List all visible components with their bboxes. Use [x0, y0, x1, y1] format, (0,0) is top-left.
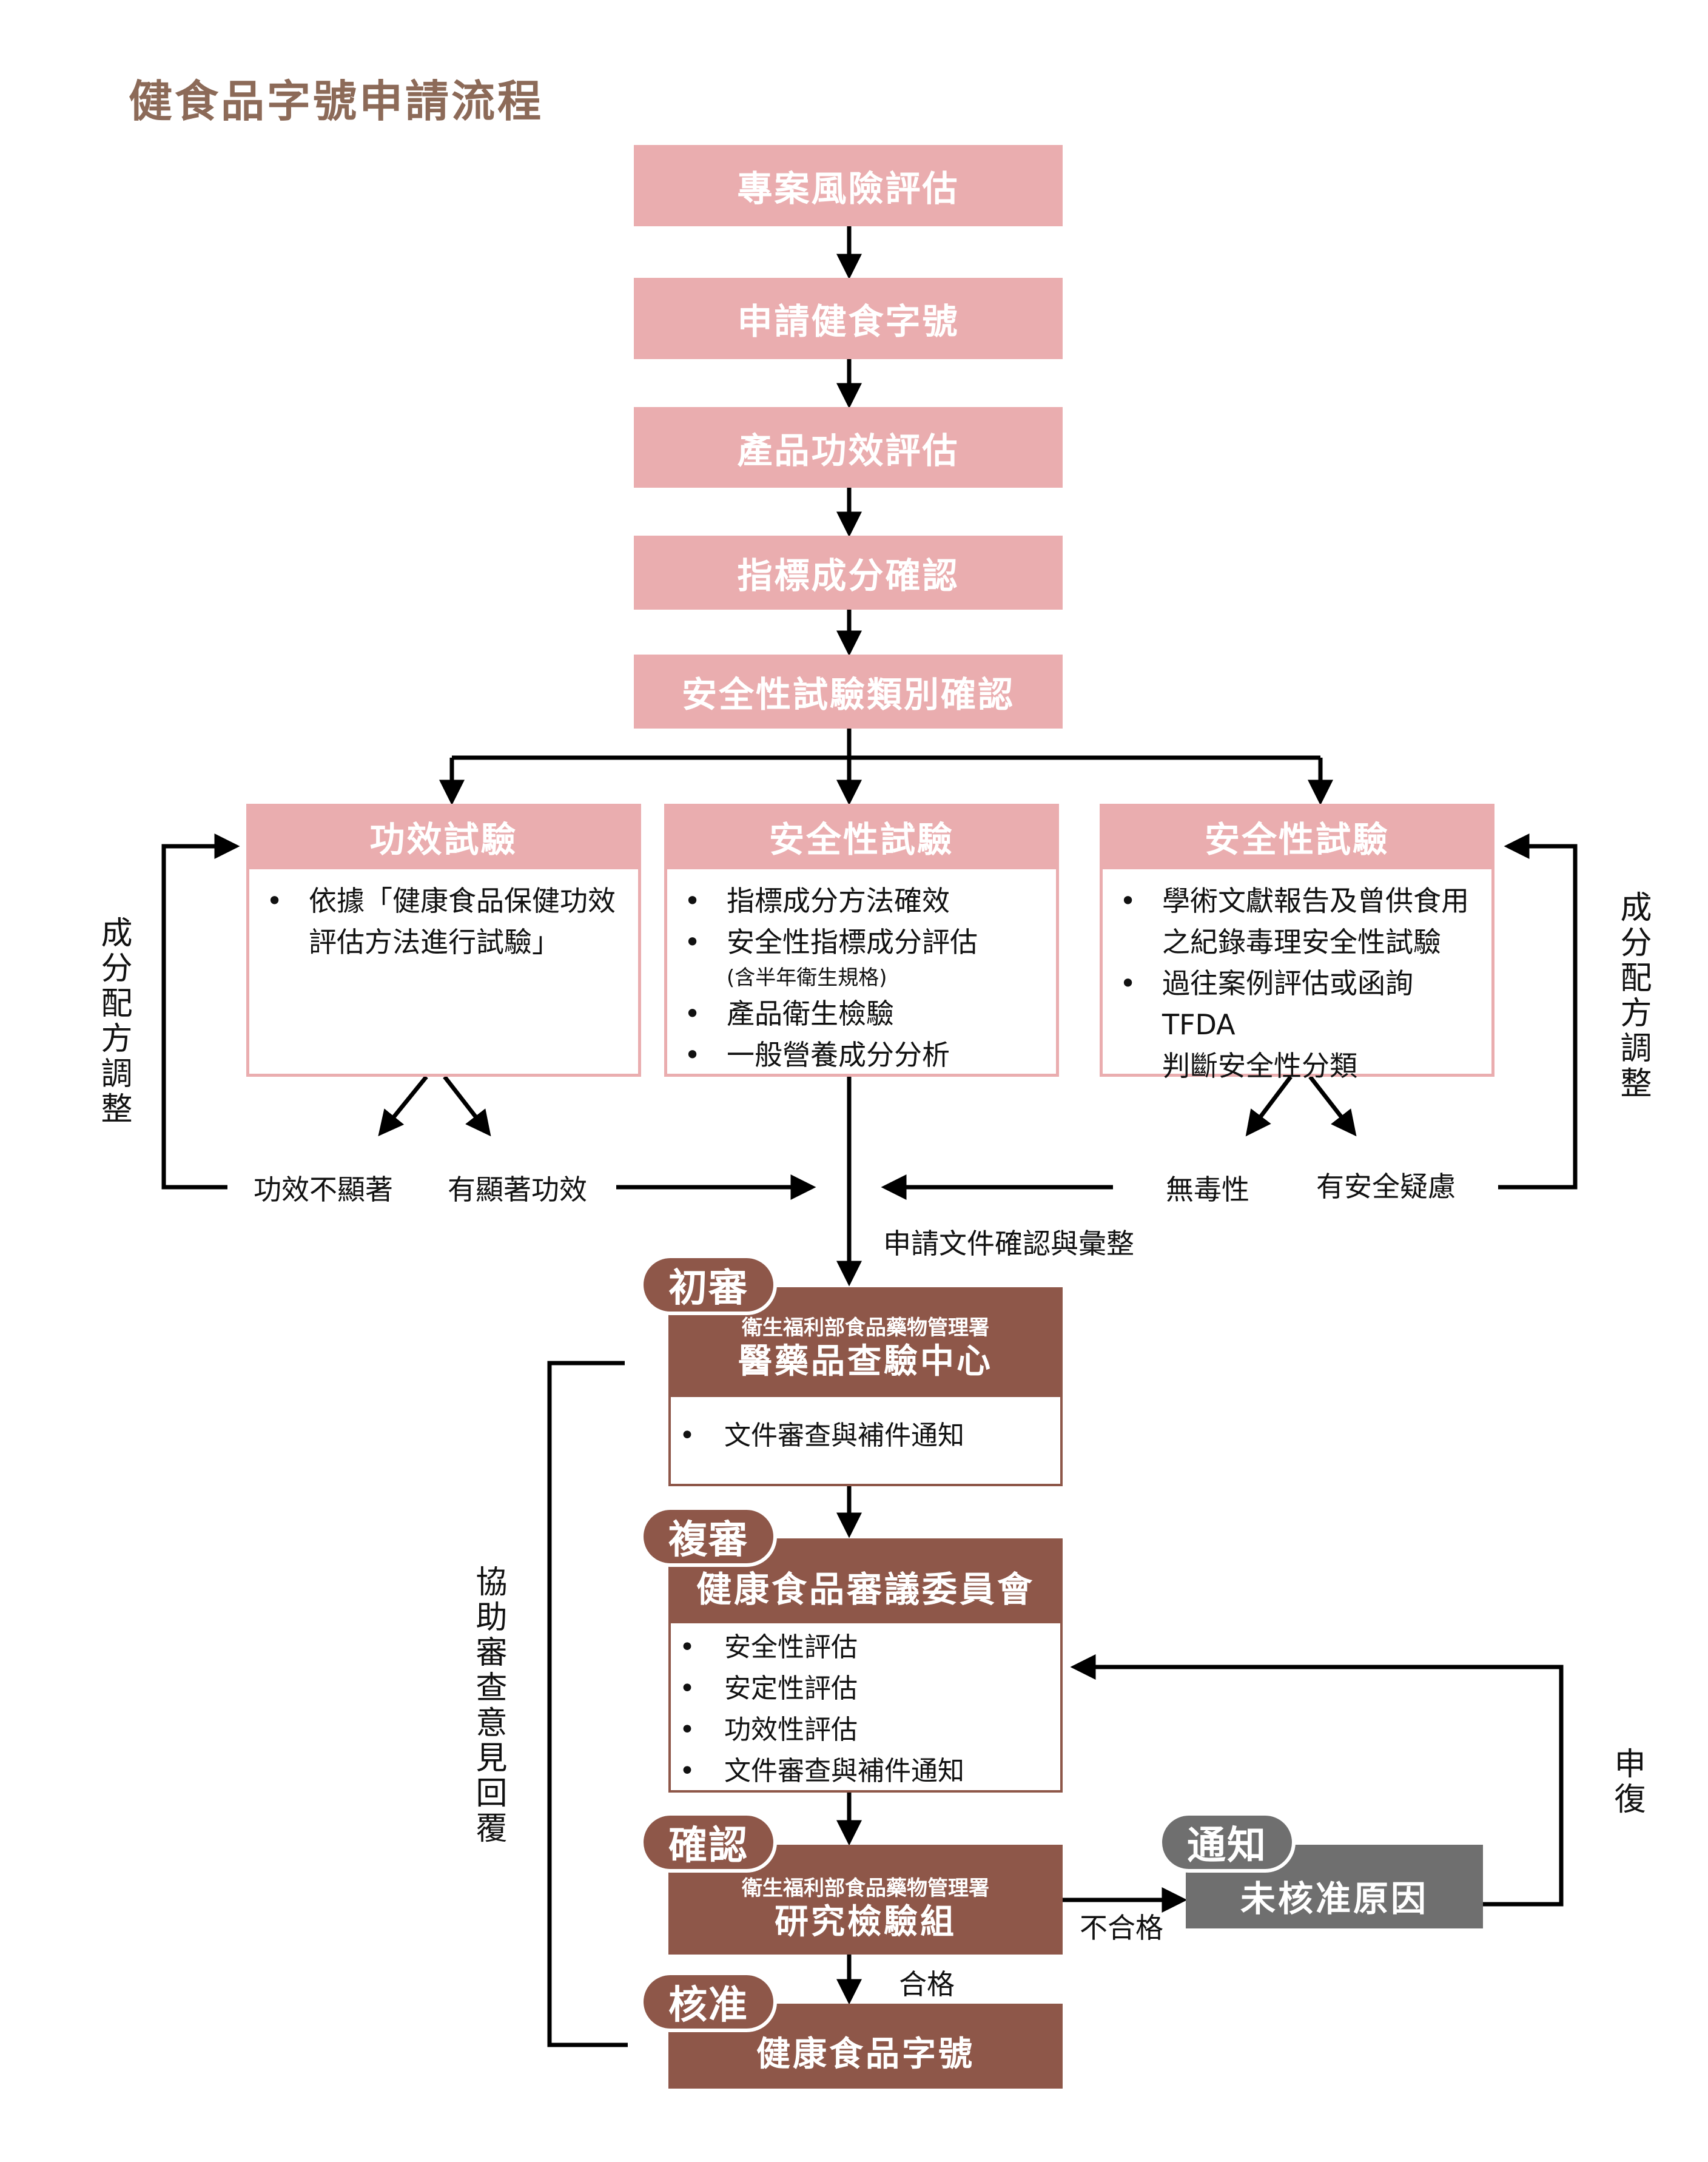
assist-review-bracket: [547, 1361, 628, 2047]
item-text: 安定性評估: [724, 1673, 858, 1704]
card-body: • 文件審查與補件通知: [668, 1397, 1063, 1486]
tag-confirm: 確認: [640, 1812, 777, 1873]
item-text: 安全性評估: [724, 1632, 858, 1663]
org-name: 衛生福利部食品藥物管理署: [742, 1315, 989, 1340]
card-title: 功效試驗: [246, 804, 641, 869]
list-item: • 學術文獻報告及曾供食用之紀錄毒理安全性試驗: [1120, 880, 1485, 963]
item-text: 之紀錄毒理安全性試驗: [1162, 926, 1441, 958]
unit-name: 研究檢驗組: [775, 1902, 957, 1942]
label-compile-documents: 申請文件確認與彙整: [883, 1227, 1134, 1260]
label-right-formula-adjust: 成分配方調整: [1615, 891, 1651, 1102]
item-text: 依據「健康食品保健功效: [309, 884, 616, 917]
card-title: 安全性試驗: [1100, 804, 1494, 869]
bullet: •: [679, 1673, 695, 1704]
org-name: 衛生福利部食品藥物管理署: [742, 1876, 989, 1901]
list-item: • 文件審查與補件通知: [679, 1415, 1054, 1456]
step-label: 產品功效評估: [737, 429, 960, 471]
step-safety-category: 安全性試驗類別確認: [634, 655, 1063, 729]
step-efficacy-assessment: 產品功效評估: [634, 407, 1063, 488]
label-left-formula-adjust: 成分配方調整: [95, 916, 132, 1127]
list-item: • 安全性指標成分評估 (含半年衛生規格): [684, 921, 1050, 993]
list-item: • 產品衛生檢驗: [684, 993, 1050, 1034]
list-item: • 安全性評估: [679, 1627, 1054, 1668]
tag-initial-review: 初審: [640, 1254, 777, 1315]
arrow-efficacy-fail: [378, 1075, 428, 1137]
item-text: 安全性指標成分評估: [727, 926, 978, 958]
item-text: 評估方法進行試驗」: [309, 926, 560, 958]
bullet: •: [1120, 967, 1137, 1000]
label-fail: 不合格: [1080, 1911, 1163, 1944]
item-text: 指標成分方法確效: [727, 884, 950, 917]
step-risk-assessment: 專案風險評估: [634, 145, 1063, 226]
item-note: (含半年衛生規格): [727, 966, 887, 990]
label-safety-concern: 有安全疑慮: [1316, 1170, 1456, 1203]
label-efficacy-significant: 有顯著功效: [448, 1173, 587, 1206]
label-assist-review-reply: 協助審查意見回覆: [470, 1565, 506, 1847]
item-text: 學術文獻報告及曾供食用: [1162, 884, 1469, 917]
step-marker-confirmation: 指標成分確認: [634, 536, 1063, 610]
label-appeal: 申復: [1609, 1747, 1645, 1817]
bullet: •: [266, 884, 283, 917]
item-text: 產品衛生檢驗: [727, 997, 894, 1030]
arrow-efficacy-pass: [443, 1075, 491, 1137]
unit-name: 健康食品字號: [756, 2035, 975, 2074]
step-label: 專案風險評估: [737, 168, 960, 209]
list-item: • 文件審查與補件通知: [679, 1751, 1054, 1792]
card-body: • 安全性評估 • 安定性評估 • 功效性評估 • 文件審查與補件通知: [668, 1623, 1063, 1793]
bullet: •: [1120, 884, 1137, 917]
bullet: •: [684, 1039, 701, 1071]
label-pass: 合格: [899, 1968, 955, 2001]
item-text: 文件審查與補件通知: [724, 1420, 964, 1451]
unit-name: 醫藥品查驗中心: [738, 1341, 993, 1381]
bullet: •: [679, 1714, 695, 1745]
bullet: •: [679, 1632, 695, 1663]
tag-notify: 通知: [1158, 1812, 1296, 1873]
step-label: 指標成分確認: [737, 555, 960, 596]
item-text: 文件審查與補件通知: [724, 1756, 964, 1787]
unit-name: 健康食品審議委員會: [696, 1569, 1035, 1610]
list-item: • 一般營養成分分析: [684, 1034, 1050, 1076]
page-title: 健食品字號申請流程: [129, 76, 544, 127]
bullet: •: [684, 997, 701, 1030]
list-item: • 功效性評估: [679, 1709, 1054, 1751]
list-item: • 安定性評估: [679, 1668, 1054, 1709]
card-title: 安全性試驗: [664, 804, 1059, 869]
step-apply-license: 申請健食字號: [634, 278, 1063, 359]
initial-review-card: 衛生福利部食品藥物管理署 醫藥品查驗中心 • 文件審查與補件通知: [668, 1287, 1063, 1486]
tag-approve: 核准: [640, 1972, 777, 2032]
item-text: 一般營養成分分析: [727, 1039, 950, 1071]
list-item: • 指標成分方法確效: [684, 880, 1050, 921]
label-non-toxic: 無毒性: [1166, 1173, 1249, 1206]
bullet: •: [684, 884, 701, 917]
unit-name: 未核准原因: [1240, 1878, 1428, 1919]
right-adjust-loop: [1498, 833, 1578, 1190]
second-review-card: 健康食品審議委員會 • 安全性評估 • 安定性評估 • 功效性評估 • 文件審查與補件通…: [668, 1538, 1063, 1793]
efficacy-test-card: 功效試驗 • 依據「健康食品保健功效評估方法進行試驗」: [246, 804, 641, 1077]
item-text: 過往案例評估或函詢TFDA: [1162, 967, 1413, 1041]
safety-test-card-a: 安全性試驗 • 指標成分方法確效 • 安全性指標成分評估 (含半年衛生規格) • 產品衛…: [664, 804, 1059, 1077]
safety-test-card-b: 安全性試驗 • 學術文獻報告及曾供食用之紀錄毒理安全性試驗 • 過往案例評估或函詢T…: [1100, 804, 1494, 1082]
list-item: • 過往案例評估或函詢TFDA 判斷安全性分類: [1120, 963, 1485, 1086]
tag-second-review: 複審: [640, 1506, 777, 1567]
item-text: 功效性評估: [724, 1714, 858, 1745]
step-label: 申請健食字號: [737, 301, 960, 342]
bullet: •: [684, 926, 701, 958]
left-adjust-loop: [161, 833, 240, 1190]
item-text: 判斷安全性分類: [1162, 1049, 1357, 1082]
step-label: 安全性試驗類別確認: [681, 674, 1015, 715]
bullet: •: [679, 1420, 695, 1451]
list-item: • 依據「健康食品保健功效評估方法進行試驗」: [266, 880, 632, 963]
label-efficacy-not-significant: 功效不顯著: [254, 1173, 393, 1206]
bullet: •: [679, 1756, 695, 1787]
